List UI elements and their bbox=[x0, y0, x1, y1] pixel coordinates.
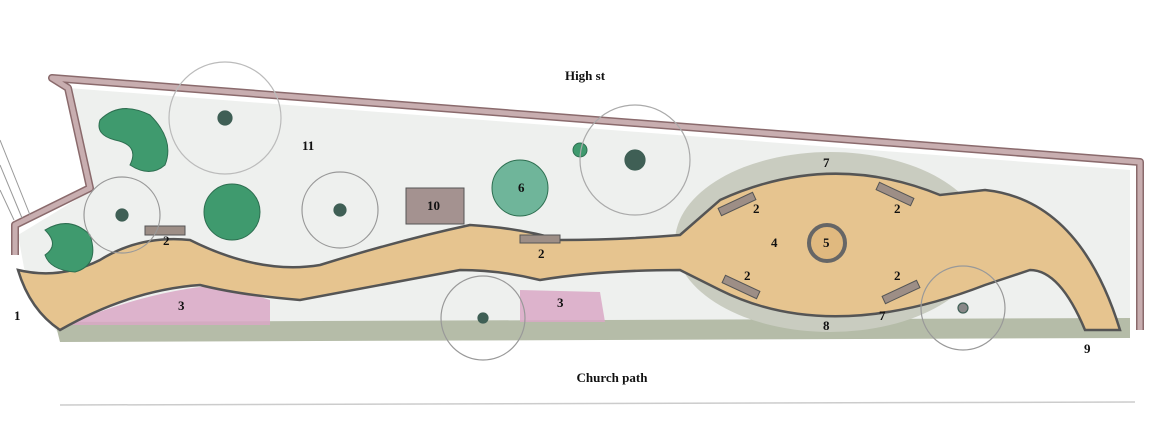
label-6: 6 bbox=[518, 180, 525, 195]
gate-lines bbox=[0, 139, 31, 221]
church-path-label: Church path bbox=[577, 370, 649, 385]
high-st-label: High st bbox=[565, 68, 606, 83]
label-10: 10 bbox=[427, 198, 440, 213]
label-7: 7 bbox=[879, 308, 886, 323]
label-2: 2 bbox=[163, 233, 170, 248]
label-3: 3 bbox=[557, 295, 564, 310]
shrubs bbox=[44, 108, 588, 273]
label-2: 2 bbox=[894, 201, 901, 216]
structure-box bbox=[405, 187, 465, 225]
label-3: 3 bbox=[178, 298, 185, 313]
flower-bed-left bbox=[65, 285, 270, 325]
centre-feature-ring bbox=[807, 223, 847, 263]
label-9: 9 bbox=[1084, 341, 1091, 356]
flower-bed-right bbox=[520, 290, 605, 322]
trees bbox=[83, 61, 1006, 361]
garden-path bbox=[16, 172, 1122, 332]
label-2: 2 bbox=[744, 268, 751, 283]
benches bbox=[144, 181, 921, 305]
label-2: 2 bbox=[894, 268, 901, 283]
label-11: 11 bbox=[302, 138, 314, 153]
label-2: 2 bbox=[538, 246, 545, 261]
label-5: 5 bbox=[823, 235, 830, 250]
bottom-line bbox=[59, 401, 1136, 406]
label-7: 7 bbox=[823, 155, 830, 170]
label-4: 4 bbox=[771, 235, 778, 250]
label-8: 8 bbox=[823, 318, 830, 333]
label-2: 2 bbox=[753, 201, 760, 216]
label-1: 1 bbox=[14, 308, 21, 323]
